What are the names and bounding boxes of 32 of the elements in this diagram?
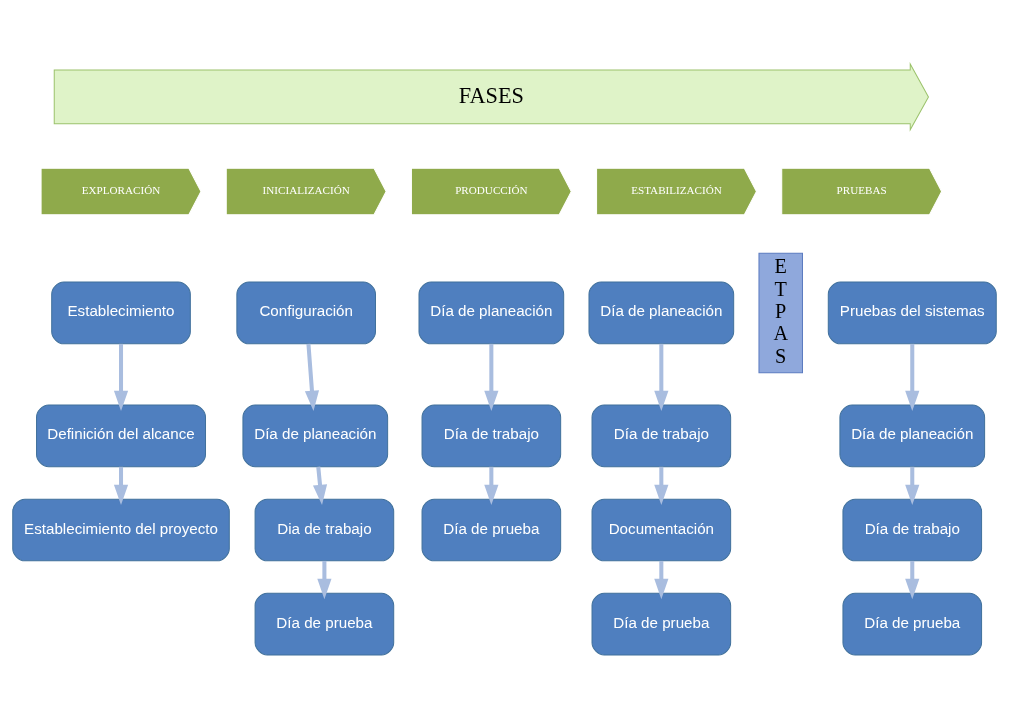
node-box: Definición del alcance	[36, 404, 206, 468]
arrow	[113, 466, 129, 506]
node-box: Día de planeación	[242, 404, 389, 468]
arrow	[905, 466, 920, 506]
node-box: Establecimiento	[51, 281, 191, 345]
arrow	[317, 560, 332, 600]
arrow	[905, 560, 920, 600]
node-box: Documentación	[591, 498, 732, 562]
node-box: Día de prueba	[421, 498, 562, 562]
arrow	[654, 560, 669, 600]
node-box: Día de planeación	[588, 281, 735, 345]
node-box: Establecimiento del proyecto	[12, 498, 230, 562]
node-box: Día de planeación	[839, 404, 986, 468]
node-box: Día de trabajo	[842, 498, 983, 562]
arrow	[654, 343, 669, 412]
node-box: Dia de trabajo	[254, 498, 395, 562]
arrow	[304, 343, 320, 412]
arrow	[654, 466, 669, 506]
node-box: Día de prueba	[591, 592, 732, 656]
node-box: Día de prueba	[842, 592, 983, 656]
arrow	[484, 466, 499, 506]
arrow	[312, 466, 328, 506]
node-box: Pruebas del sistemas	[827, 281, 997, 345]
node-box: Día de trabajo	[421, 404, 562, 468]
node-box: Configuración	[236, 281, 376, 345]
node-box: Día de planeación	[418, 281, 565, 345]
node-box: E T P A S	[758, 252, 803, 374]
arrow	[905, 343, 920, 412]
node-box: Día de trabajo	[591, 404, 732, 468]
arrow	[113, 343, 129, 412]
arrow	[484, 343, 499, 412]
node-box: Día de prueba	[254, 592, 395, 656]
